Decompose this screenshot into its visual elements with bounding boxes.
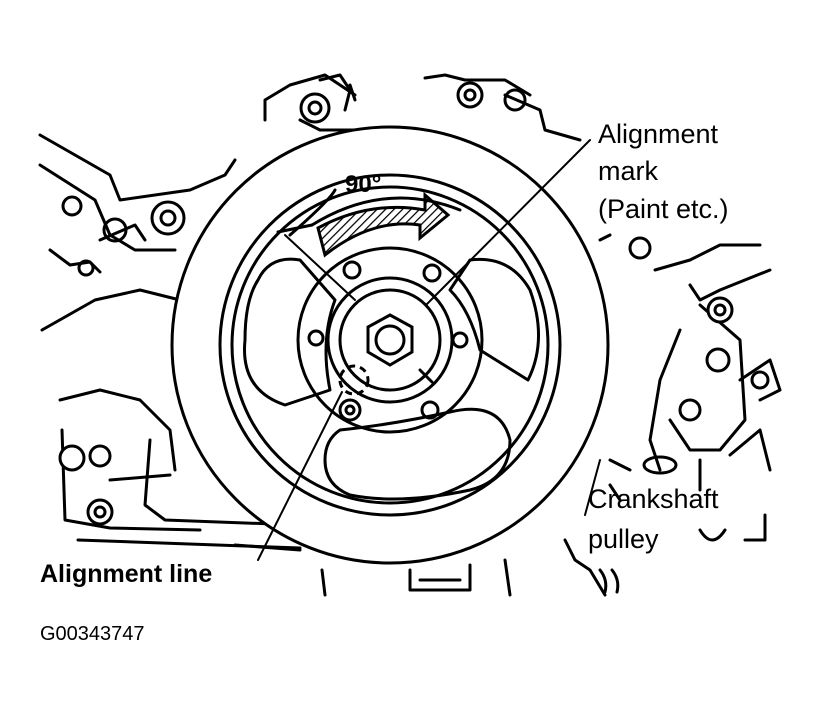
pulley-window-left <box>243 257 337 407</box>
alignment-mark-label-1: Alignment <box>598 119 719 149</box>
pulley-window-right <box>448 257 540 382</box>
engine-block-top <box>263 73 582 142</box>
alignment-mark-leader <box>425 139 591 306</box>
alignment-mark-label-3: (Paint etc.) <box>598 194 729 224</box>
engine-block-right <box>563 233 782 597</box>
lower-bracket <box>320 558 512 597</box>
rotation-arrow <box>316 191 451 258</box>
alignment-mark-label-2: mark <box>598 156 658 186</box>
alignment-line-label: Alignment line <box>40 560 212 588</box>
figure-id: G00343747 <box>40 623 145 645</box>
crankshaft-pulley <box>170 125 610 565</box>
angle-label: 90° <box>345 171 381 198</box>
crankshaft-label-2: pulley <box>588 524 659 554</box>
crankshaft-pulley-leader <box>584 459 601 516</box>
alignment-line-leader <box>257 391 343 561</box>
crankshaft-label-1: Crankshaft <box>588 484 719 514</box>
rotation-indicator <box>276 188 462 301</box>
engine-block-left <box>38 133 302 552</box>
